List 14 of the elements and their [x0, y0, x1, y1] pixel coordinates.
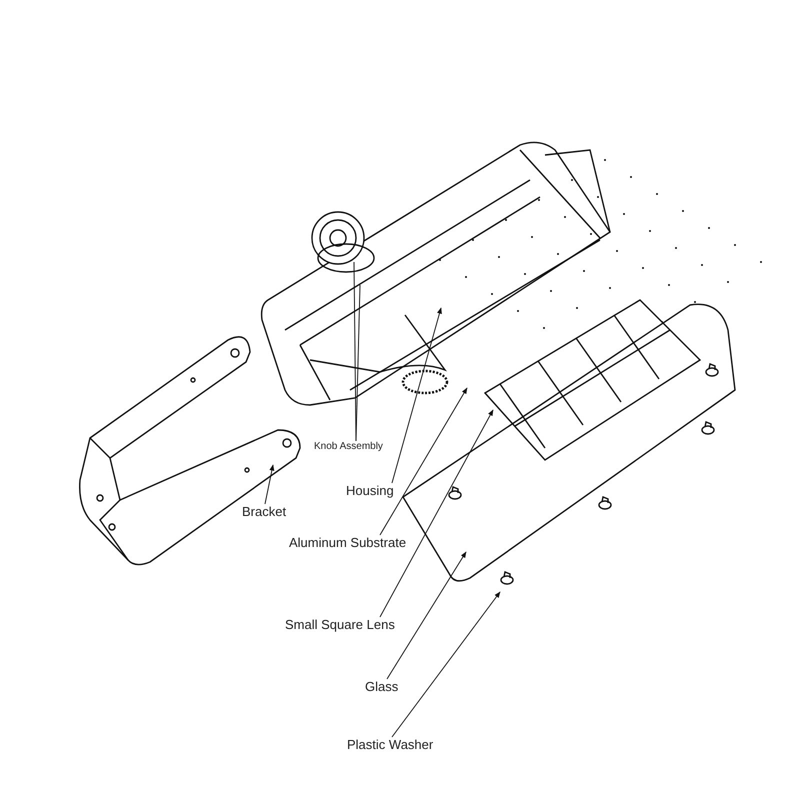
leader-line: [380, 387, 468, 536]
part-label: Glass: [365, 679, 398, 694]
leader-line: [392, 307, 442, 484]
part-label: Knob Assembly: [314, 441, 383, 452]
leader-line: [380, 409, 494, 618]
part-label: Bracket: [242, 504, 286, 519]
leader-line: [356, 284, 360, 442]
part-label: Aluminum Substrate: [289, 535, 406, 550]
leader-line: [386, 551, 466, 680]
part-label: Housing: [346, 483, 394, 498]
part-label: Plastic Washer: [347, 737, 434, 752]
part-label: Small Square Lens: [285, 617, 395, 632]
leader-line: [264, 464, 274, 504]
leader-line: [392, 592, 500, 738]
